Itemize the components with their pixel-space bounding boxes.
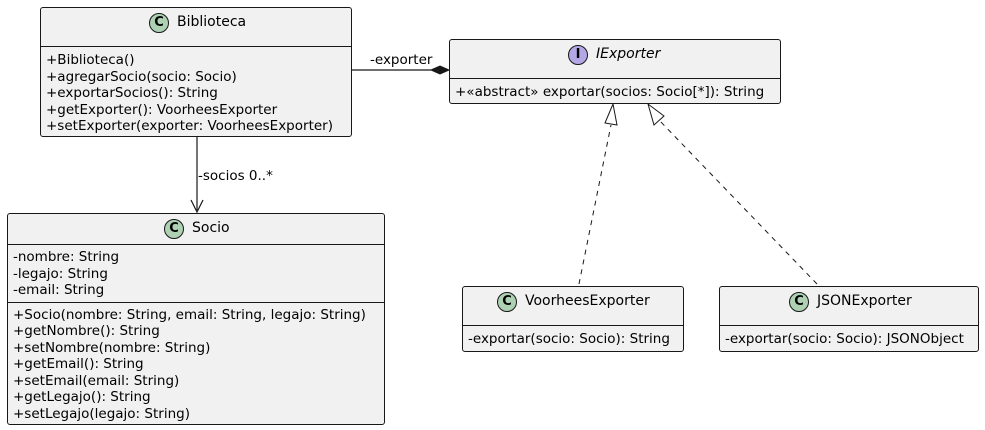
operation: -exportar(socio: Socio): String [468, 331, 670, 347]
class-header: C VoorheesExporter [463, 287, 683, 317]
association-arrowhead [190, 199, 204, 214]
voorhees-realization-line [578, 124, 612, 285]
class-json-exporter[interactable]: C JSONExporter -exportar(socio: Socio): … [719, 286, 979, 352]
class-stereotype-icon: C [164, 219, 184, 239]
interface-name: IExporter [596, 46, 661, 62]
class-header: C Socio [8, 214, 384, 244]
json-realization-line [658, 119, 818, 285]
attributes-compartment [720, 317, 978, 326]
class-header: C Biblioteca [41, 8, 351, 38]
attribute: -legajo: String [13, 265, 108, 282]
class-header: C JSONExporter [720, 287, 978, 317]
attributes-compartment: -nombre: String -legajo: String -email: … [8, 244, 384, 303]
class-socio[interactable]: C Socio -nombre: String -legajo: String … [7, 213, 385, 425]
exporter-relation-label: -exporter [370, 52, 433, 68]
class-name: JSONExporter [817, 293, 912, 309]
class-stereotype-icon: C [789, 292, 809, 312]
class-voorhees-exporter[interactable]: C VoorheesExporter -exportar(socio: Soci… [462, 286, 684, 352]
operations-compartment: -exportar(socio: Socio): JSONObject [720, 326, 978, 348]
operation: +exportarSocios(): String [46, 85, 218, 101]
operation: +getNombre(): String [13, 323, 160, 339]
attributes-compartment [41, 38, 351, 47]
attribute: -email: String [13, 282, 105, 298]
attribute: -nombre: String [13, 249, 120, 265]
operation: +getLegajo(): String [13, 389, 151, 405]
class-name: VoorheesExporter [525, 293, 650, 309]
class-stereotype-icon: C [497, 292, 517, 312]
json-realization-arrowhead [647, 102, 665, 126]
interface-stereotype-icon: I [568, 45, 588, 65]
operation: +Socio(nombre: String, email: String, le… [13, 306, 366, 323]
operation: +setExporter(exporter: VoorheesExporter) [46, 118, 333, 134]
class-header: I IExporter [450, 40, 780, 70]
attributes-compartment [463, 317, 683, 326]
operations-compartment: -exportar(socio: Socio): String [463, 326, 683, 348]
operations-compartment: +«abstract» exportar(socios: Socio[*]): … [450, 79, 780, 101]
operation: +Biblioteca() [46, 52, 135, 68]
class-biblioteca[interactable]: C Biblioteca +Biblioteca() +agregarSocio… [40, 7, 352, 137]
class-stereotype-icon: C [149, 13, 169, 33]
operation: +getEmail(): String [13, 356, 144, 372]
voorhees-realization-arrowhead [604, 102, 618, 126]
operations-compartment: +Biblioteca() +agregarSocio(socio: Socio… [41, 47, 351, 135]
socios-relation-label: -socios 0..* [198, 168, 273, 184]
operation: +setNombre(nombre: String) [13, 339, 211, 356]
composition-diamond [429, 65, 451, 75]
interface-iexporter[interactable]: I IExporter +«abstract» exportar(socios:… [449, 39, 781, 104]
class-name: Biblioteca [177, 14, 247, 30]
operation: +getExporter(): VoorheesExporter [46, 101, 278, 118]
operation: +agregarSocio(socio: Socio) [46, 68, 237, 85]
class-name: Socio [192, 220, 230, 236]
operation: +«abstract» exportar(socios: Socio[*]): … [455, 84, 765, 100]
operation: +setEmail(email: String) [13, 372, 180, 389]
operation: +setLegajo(legajo: String) [13, 405, 190, 422]
operation: -exportar(socio: Socio): JSONObject [725, 331, 964, 347]
operations-compartment: +Socio(nombre: String, email: String, le… [8, 303, 384, 423]
attributes-compartment [450, 70, 780, 79]
